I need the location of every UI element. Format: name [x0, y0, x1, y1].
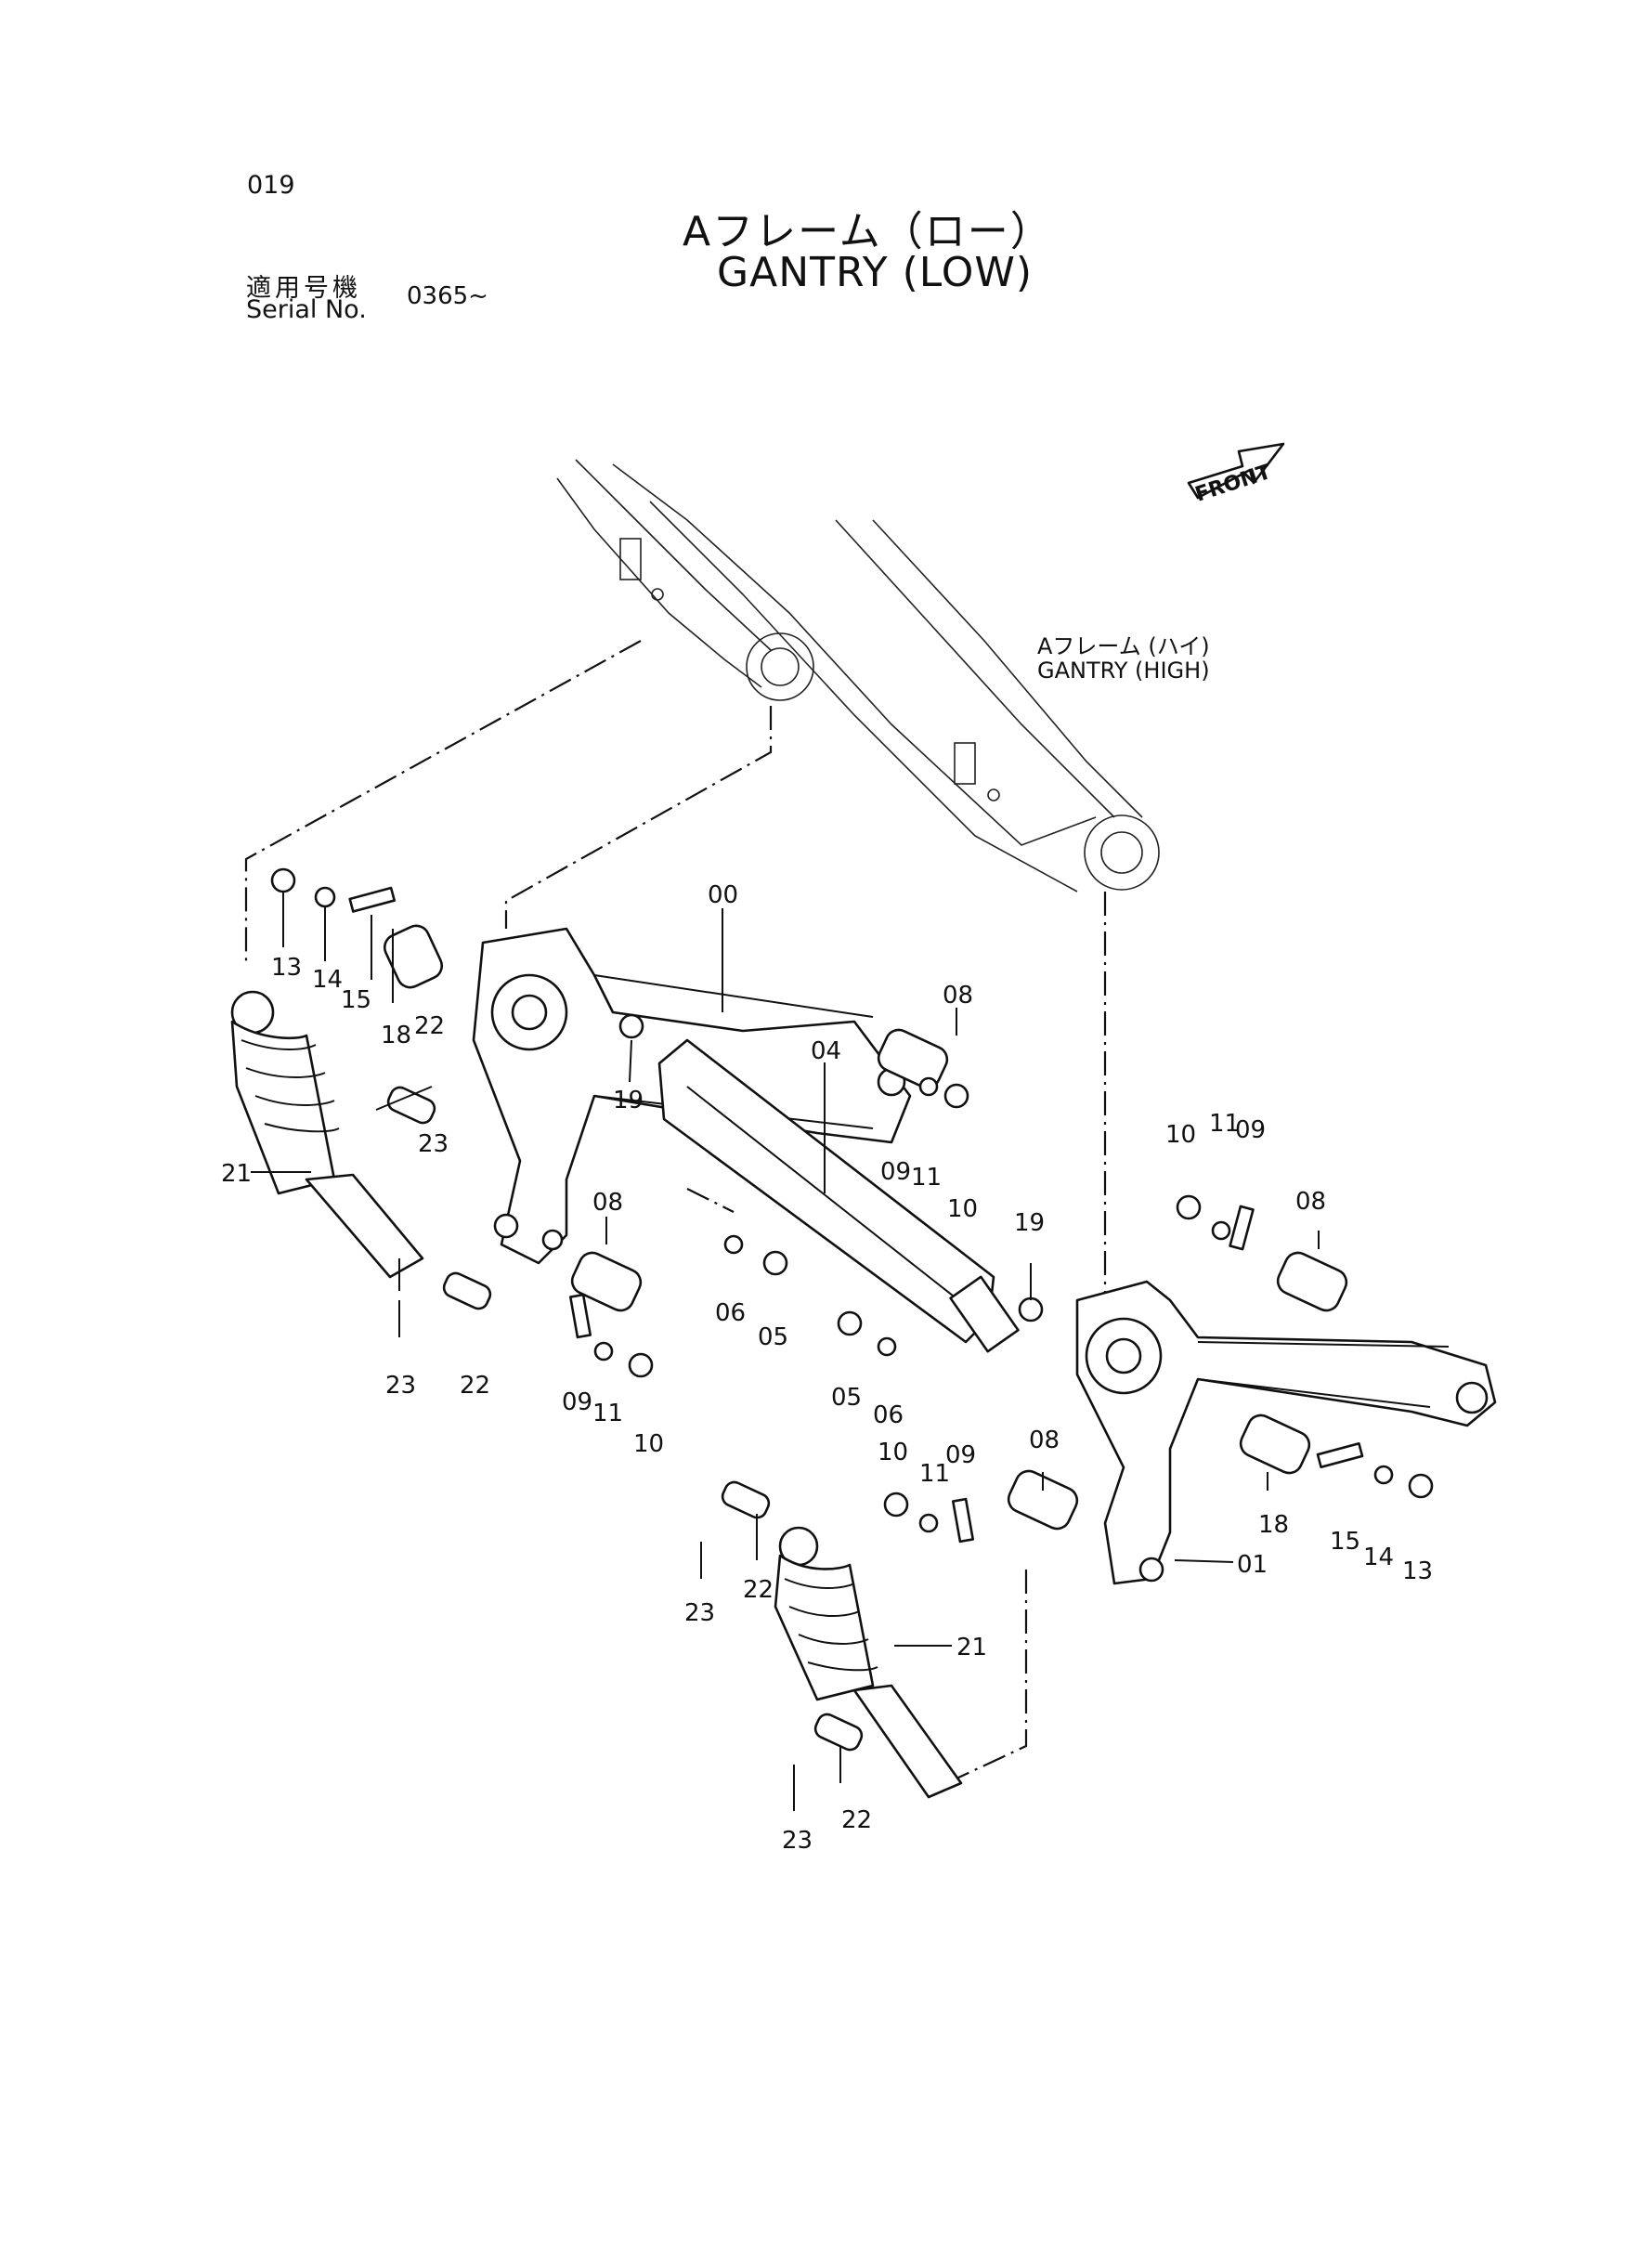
serial-label: Serial No.	[246, 295, 367, 324]
serial-label-jp: 適用号機	[246, 274, 361, 303]
callout-13: 13	[1402, 1557, 1433, 1585]
callout-21: 21	[221, 1160, 252, 1188]
page-title: GANTRY (LOW)	[717, 249, 1034, 296]
gantry-high-label: GANTRY (HIGH)	[1037, 658, 1210, 684]
callout-22: 22	[460, 1372, 490, 1400]
callout-22: 22	[743, 1576, 774, 1604]
front-arrow-label: FRONT	[1192, 461, 1274, 507]
callout-14: 14	[1363, 1544, 1394, 1571]
callout-10: 10	[947, 1195, 978, 1223]
callout-leaders	[251, 892, 1320, 1811]
callout-10: 10	[878, 1439, 908, 1466]
callout-05: 05	[758, 1323, 788, 1351]
shock-absorber-right	[774, 1526, 963, 1799]
gantry-high-label-jp: Aフレーム (ハイ)	[1037, 633, 1210, 659]
callout-09: 09	[880, 1158, 911, 1186]
callout-23: 23	[684, 1599, 715, 1627]
callout-11: 11	[911, 1164, 942, 1192]
page-number: 019	[247, 171, 295, 200]
gantry-arm-right	[1075, 1280, 1497, 1585]
hardware-parts	[270, 867, 1434, 1752]
callout-06: 06	[873, 1401, 904, 1429]
callout-09: 09	[1235, 1116, 1266, 1144]
callout-18: 18	[381, 1022, 411, 1049]
callout-08: 08	[1295, 1188, 1326, 1216]
callout-18: 18	[1258, 1511, 1289, 1539]
callout-15: 15	[341, 986, 371, 1014]
callout-23: 23	[782, 1827, 813, 1855]
page-title-jp: Aフレーム（ロー）	[683, 208, 1053, 255]
callout-19: 19	[1014, 1209, 1045, 1237]
callout-10: 10	[1165, 1121, 1196, 1149]
callout-21: 21	[956, 1634, 987, 1661]
callout-08: 08	[943, 982, 973, 1010]
callout-09: 09	[562, 1388, 592, 1416]
callout-08: 08	[1029, 1427, 1060, 1454]
callout-13: 13	[271, 954, 302, 982]
callout-11: 11	[919, 1460, 950, 1488]
serial-value: 0365~	[407, 282, 488, 310]
assembly-lines	[244, 640, 1107, 1779]
crossbar	[657, 1038, 1020, 1353]
callout-15: 15	[1330, 1528, 1360, 1556]
front-arrow-icon: FRONT	[1187, 442, 1285, 507]
callout-22: 22	[841, 1806, 872, 1834]
callout-05: 05	[831, 1384, 862, 1412]
callout-01: 01	[1237, 1551, 1268, 1579]
callout-labels: 00 01 04 05 05 06 06 08 08 08 08 09 09 0…	[221, 881, 1433, 1855]
callout-09: 09	[945, 1441, 976, 1469]
callout-14: 14	[312, 966, 343, 994]
callout-11: 11	[1209, 1110, 1240, 1138]
callout-08: 08	[592, 1189, 623, 1217]
shock-absorber-left	[230, 990, 424, 1279]
callout-04: 04	[811, 1037, 841, 1065]
gantry-high-reference	[556, 459, 1160, 892]
callout-00: 00	[708, 881, 738, 909]
callout-06: 06	[715, 1299, 746, 1327]
callout-23: 23	[385, 1372, 416, 1400]
callout-22: 22	[414, 1012, 445, 1040]
callout-19: 19	[613, 1087, 644, 1114]
callout-23: 23	[418, 1130, 449, 1158]
callout-10: 10	[633, 1430, 664, 1458]
callout-11: 11	[592, 1400, 623, 1427]
